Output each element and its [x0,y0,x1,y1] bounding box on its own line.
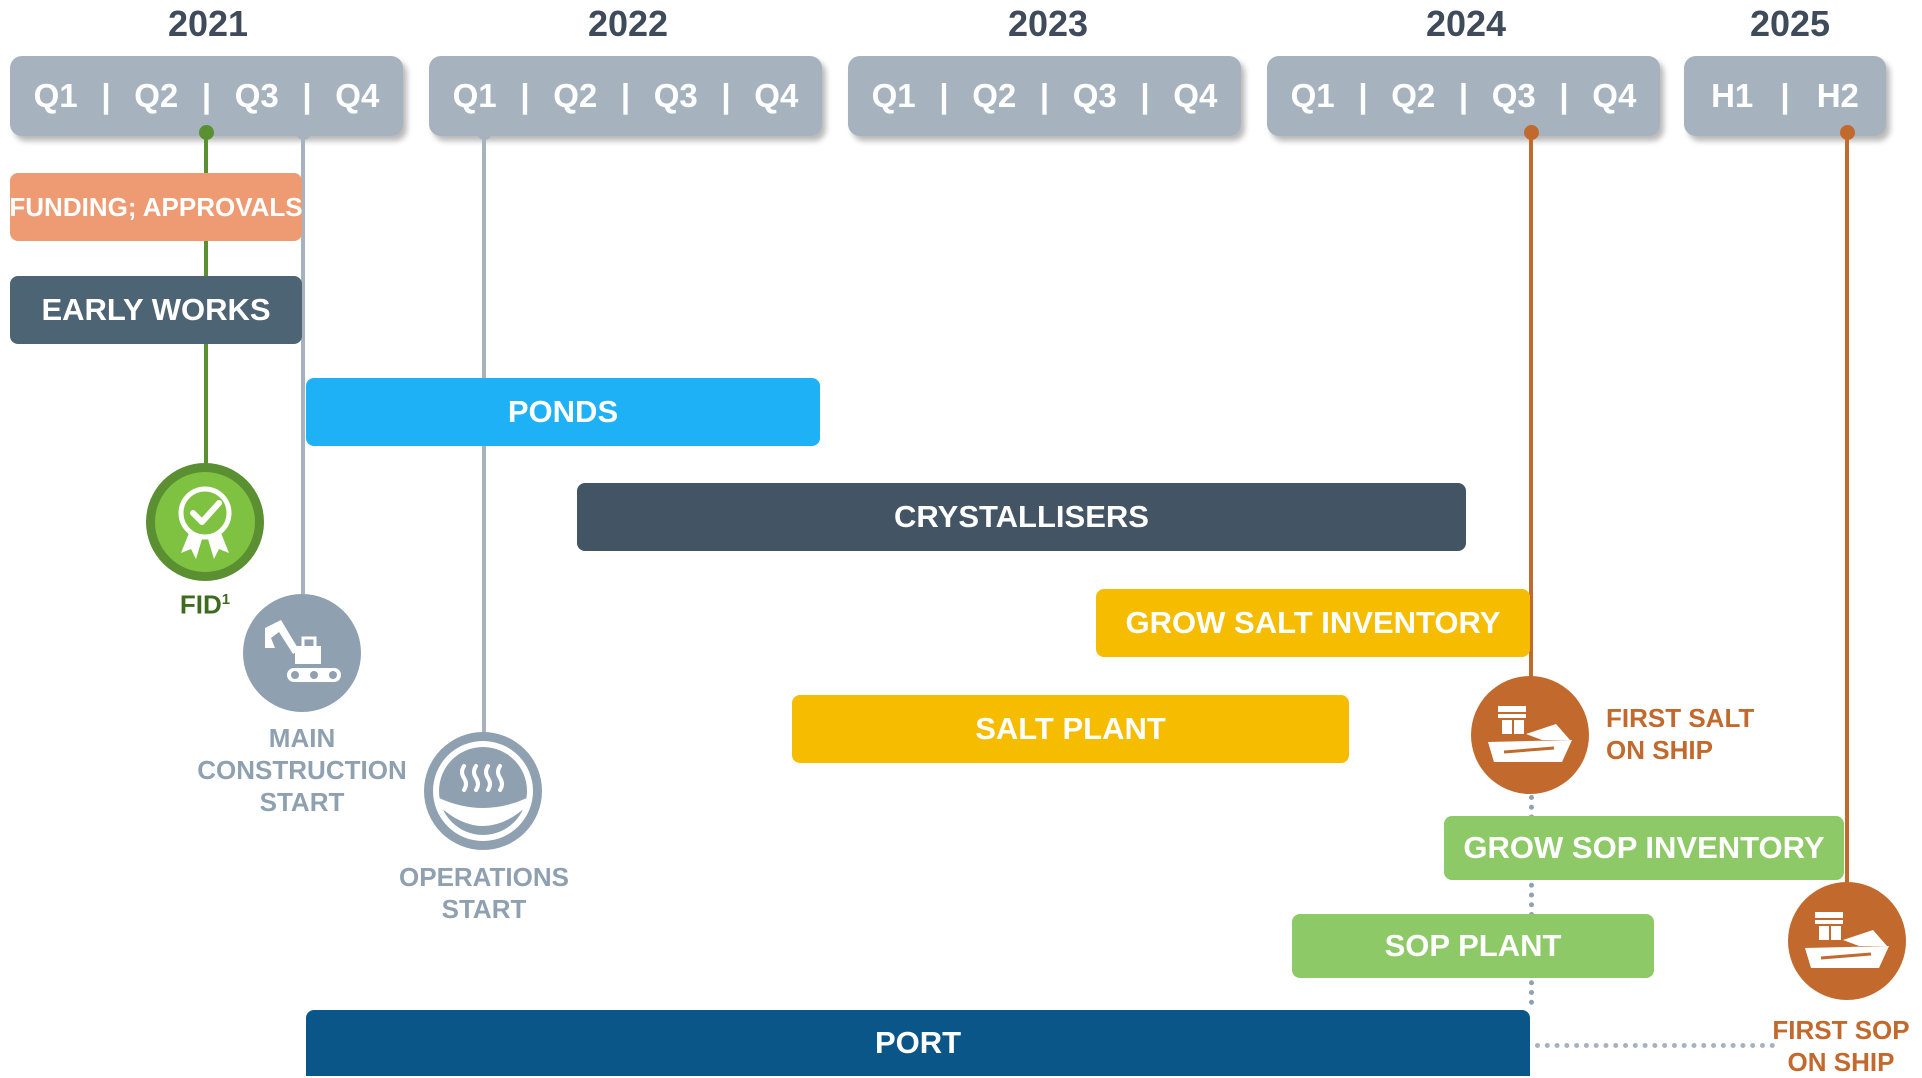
operations-label-line2: START [441,894,527,924]
period-2021-q4: Q4 [335,77,380,114]
construction-label: MAIN CONSTRUCTION START [192,722,412,818]
period-2021-q2: Q2 [134,77,179,114]
fid-footnote: 1 [221,591,231,608]
first-sop-label-line1: FIRST SOP [1772,1015,1910,1045]
bar-grow-sop-inventory: GROW SOP INVENTORY [1444,816,1844,880]
period-2024-q3: Q3 [1491,77,1536,114]
first-sop-milestone [1788,882,1906,1000]
bar-early-works: EARLY WORKS [10,276,302,344]
separator: | [1140,77,1150,114]
separator: | [302,77,312,114]
first-salt-connector-line [1529,132,1533,680]
separator: | [721,77,731,114]
first-sop-label-line2: ON SHIP [1787,1047,1895,1077]
separator: | [1559,77,1569,114]
construction-label-line3: START [259,787,345,817]
fid-connector-dot [199,125,214,140]
construction-connector-line [301,132,305,602]
first-salt-label: FIRST SALT ON SHIP [1606,702,1786,766]
separator: | [939,77,949,114]
quarters-2024: Q1 | Q2 | Q3 | Q4 [1267,56,1660,136]
period-2023-q1: Q1 [871,77,916,114]
first-salt-label-line2: ON SHIP [1606,735,1713,765]
quarters-2021: Q1 | Q2 | Q3 | Q4 [10,56,403,136]
period-2024-q4: Q4 [1592,77,1637,114]
separator: | [101,77,111,114]
cargo-ship-icon [1805,912,1889,968]
quarters-2022: Q1 | Q2 | Q3 | Q4 [429,56,822,136]
fid-label: FID1 [165,584,245,621]
first-sop-connector-line [1845,132,1849,892]
year-2022: 2022 [587,3,669,44]
construction-label-line2: CONSTRUCTION [197,755,407,785]
period-2022-q3: Q3 [653,77,698,114]
bar-crystallisers: CRYSTALLISERS [577,483,1466,551]
period-2021-q3: Q3 [234,77,279,114]
bar-salt-plant: SALT PLANT [792,695,1349,763]
period-2021-q1: Q1 [33,77,78,114]
award-badge-check-icon [178,486,232,559]
period-2023-q2: Q2 [972,77,1017,114]
construction-milestone [243,594,361,712]
operations-label-line1: OPERATIONS [399,862,569,892]
period-2022-q1: Q1 [452,77,497,114]
halves-2025: H1 | H2 [1684,56,1886,136]
construction-connector-dot [296,125,311,140]
quarters-2023: Q1 | Q2 | Q3 | Q4 [848,56,1241,136]
year-2023: 2023 [1007,3,1089,44]
operations-label: OPERATIONS START [374,861,594,925]
cargo-ship-icon [1488,706,1572,762]
separator: | [1358,77,1368,114]
port-to-sop-dotted-line [1535,1043,1775,1048]
period-2022-q4: Q4 [754,77,799,114]
period-2025-h2: H2 [1816,77,1859,114]
construction-label-line1: MAIN [268,723,336,753]
period-2024-q2: Q2 [1391,77,1436,114]
year-2025: 2025 [1749,3,1831,44]
port-to-salt-dotted-line [1529,795,1534,1005]
operations-milestone [424,732,542,850]
separator: | [1780,77,1790,114]
first-sop-connector-dot [1840,125,1855,140]
separator: | [201,77,212,114]
fid-milestone [146,463,264,581]
first-salt-label-line1: FIRST SALT [1606,703,1755,733]
period-2023-q4: Q4 [1173,77,1218,114]
separator: | [1039,77,1050,114]
bar-grow-salt-inventory: GROW SALT INVENTORY [1096,589,1530,657]
year-2024: 2024 [1425,3,1507,44]
period-2024-q1: Q1 [1290,77,1335,114]
period-2022-q2: Q2 [553,77,598,114]
bar-sop-plant: SOP PLANT [1292,914,1654,978]
evaporation-pond-icon [439,747,527,835]
bar-funding-approvals: FUNDING; APPROVALS [9,173,303,241]
first-sop-label: FIRST SOP ON SHIP [1762,1014,1920,1078]
fid-text: FID [179,589,222,620]
period-2023-q3: Q3 [1072,77,1117,114]
operations-connector-dot [477,125,492,140]
bar-port: PORT [306,1010,1530,1076]
excavator-icon [265,620,341,682]
separator: | [520,77,530,114]
period-2025-h1: H1 [1711,77,1754,114]
first-salt-milestone [1471,676,1589,794]
bar-ponds: PONDS [306,378,820,446]
first-salt-connector-dot [1524,125,1539,140]
year-2021: 2021 [167,3,249,44]
separator: | [620,77,631,114]
separator: | [1458,77,1469,114]
